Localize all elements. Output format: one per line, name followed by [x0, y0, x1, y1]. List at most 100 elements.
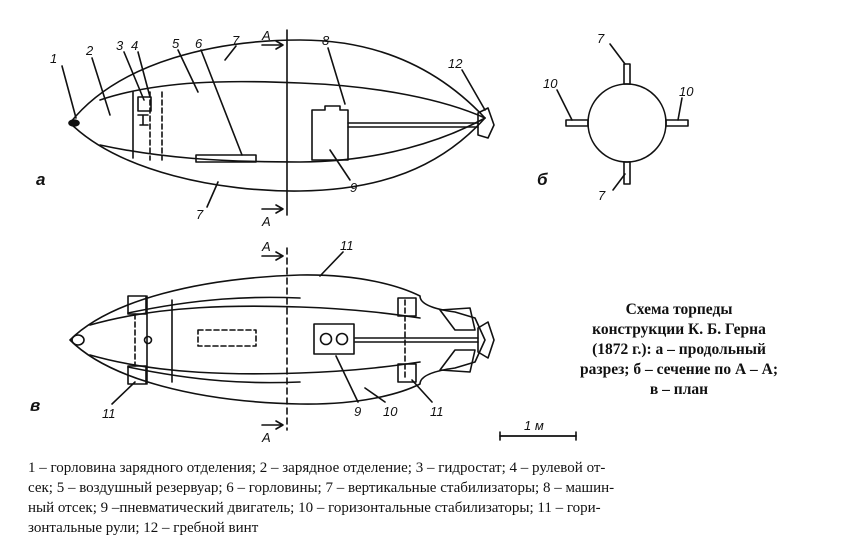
callout-8-a: 8 [322, 33, 330, 48]
section-arrow-bottom-v [261, 420, 284, 430]
front-rudder-top-v [127, 295, 147, 315]
rear-rudder-top-v [397, 297, 417, 317]
steering-gear-a [137, 114, 149, 126]
callout-1-a: 1 [50, 51, 57, 66]
upper-inner-line-v [89, 305, 421, 326]
propeller-a [477, 107, 495, 139]
leader-12-a [461, 69, 486, 111]
engine-block-a [311, 105, 349, 161]
section-label-bottom-a: A [261, 214, 271, 229]
leader-6-a [200, 49, 243, 156]
lower-stabilizer-inner-line-a [99, 117, 486, 163]
caption-line-5: в – план [649, 381, 709, 398]
figure-caption: Схема торпеды конструкции К. Б. Герна (1… [548, 300, 810, 400]
horizontal-stabilizer-right-b [665, 119, 689, 127]
upper-stabilizer-inner-line-a [99, 80, 486, 119]
callout-numbers: 1 2 3 4 5 6 7 8 12 9 7 7 10 10 7 11 11 9… [50, 31, 694, 421]
leader-10-v [364, 387, 386, 403]
leader-7-bottom-b [612, 173, 626, 191]
callout-3-a: 3 [116, 38, 124, 53]
engine-block-v [313, 323, 355, 355]
view-label-a: а [36, 170, 45, 189]
callout-12-a: 12 [448, 56, 463, 71]
legend-line-2: сек; 5 – воздушный резервуар; 6 – горлов… [28, 480, 615, 496]
longitudinal-section-view [61, 29, 495, 216]
leader-2-a [91, 57, 111, 116]
manholes-dashed-v [197, 329, 257, 347]
callout-7-top-b: 7 [597, 31, 605, 46]
leader-9-v [335, 355, 359, 403]
tail-fin-bottom-v [439, 349, 476, 373]
caption-line-2: конструкции К. Б. Герна [592, 321, 766, 338]
vertical-stabilizer-bottom-b [623, 161, 631, 185]
callout-11-top-v: 11 [340, 238, 354, 253]
nose-cap-v [71, 334, 85, 346]
hydrostat-a [137, 96, 152, 112]
callout-7-top-a: 7 [232, 33, 240, 48]
lower-inner-line2-v [127, 366, 301, 384]
cylinder-right-v [335, 332, 349, 346]
callout-10-v: 10 [383, 404, 398, 419]
view-label-v: в [30, 396, 40, 415]
leader-3-a [123, 51, 145, 101]
section-arrow-top-v [261, 251, 284, 261]
hull-outline-v [69, 274, 486, 405]
section-arrow-top-a [261, 40, 284, 50]
nose-cap-a [68, 119, 80, 127]
section-label-top-v: A [261, 239, 271, 254]
section-label-bottom-v: A [261, 430, 271, 445]
horizontal-stabilizer-left-b [565, 119, 589, 127]
leader-10-left-b [556, 89, 573, 121]
vertical-stabilizer-top-b [623, 63, 631, 85]
callout-6-a: 6 [195, 36, 203, 51]
caption-line-3: (1872 г.): а – продольный [592, 341, 766, 358]
callout-9-v: 9 [354, 404, 361, 419]
plan-view [69, 247, 495, 431]
nose-hatch-v [143, 335, 153, 345]
view-labels: а б в [30, 170, 548, 415]
caption-line-4: разрез; б – сечение по А – А; [579, 361, 779, 378]
rear-rudder-bottom-v [397, 363, 417, 383]
hull-cross-section [587, 83, 667, 163]
leader-7-top-a [224, 45, 237, 61]
parts-legend: 1 – горловина зарядного отделения; 2 – з… [28, 458, 828, 538]
section-mark-labels: A A A A [261, 28, 271, 445]
callout-2-a: 2 [85, 43, 94, 58]
leader-7-top-b [609, 43, 626, 65]
scale-bar [499, 431, 577, 441]
callout-10-left-b: 10 [543, 76, 558, 91]
callout-11-left-v: 11 [102, 406, 116, 421]
callout-10-right-b: 10 [679, 84, 694, 99]
callout-11-right-v: 11 [430, 404, 444, 419]
leader-4-a [137, 51, 151, 98]
leader-9-a [329, 149, 351, 181]
leader-11-left-v [111, 381, 136, 405]
lower-inner-line-v [89, 354, 421, 375]
callout-9-a: 9 [350, 180, 357, 195]
manhole-6-a [195, 154, 257, 163]
cross-section-view [556, 43, 689, 191]
leader-10-right-b [677, 97, 683, 121]
front-rudder-bottom-v [127, 365, 147, 385]
view-label-b: б [537, 170, 548, 189]
leader-5-a [177, 49, 199, 93]
legend-line-4: зонтальные рули; 12 – гребной винт [28, 520, 259, 536]
callout-4-a: 4 [131, 38, 138, 53]
callout-7-bottom-b: 7 [598, 188, 606, 203]
scale-label: 1 м [524, 418, 544, 433]
tail-fin-top-v [439, 307, 476, 331]
leader-11-right-v [411, 379, 433, 403]
section-label-top-a: A [261, 28, 271, 43]
callout-7-bottom-a: 7 [196, 207, 204, 222]
legend-line-1: 1 – горловина зарядного отделения; 2 – з… [28, 460, 606, 476]
leader-1-a [61, 65, 77, 119]
leader-8-a [327, 47, 346, 105]
caption-line-1: Схема торпеды [625, 301, 733, 318]
legend-line-3: ный отсек; 9 –пневматический двигатель; … [28, 500, 601, 516]
cylinder-left-v [319, 332, 333, 346]
propeller-v [477, 321, 495, 359]
callout-5-a: 5 [172, 36, 180, 51]
section-arrow-bottom-a [261, 204, 284, 214]
